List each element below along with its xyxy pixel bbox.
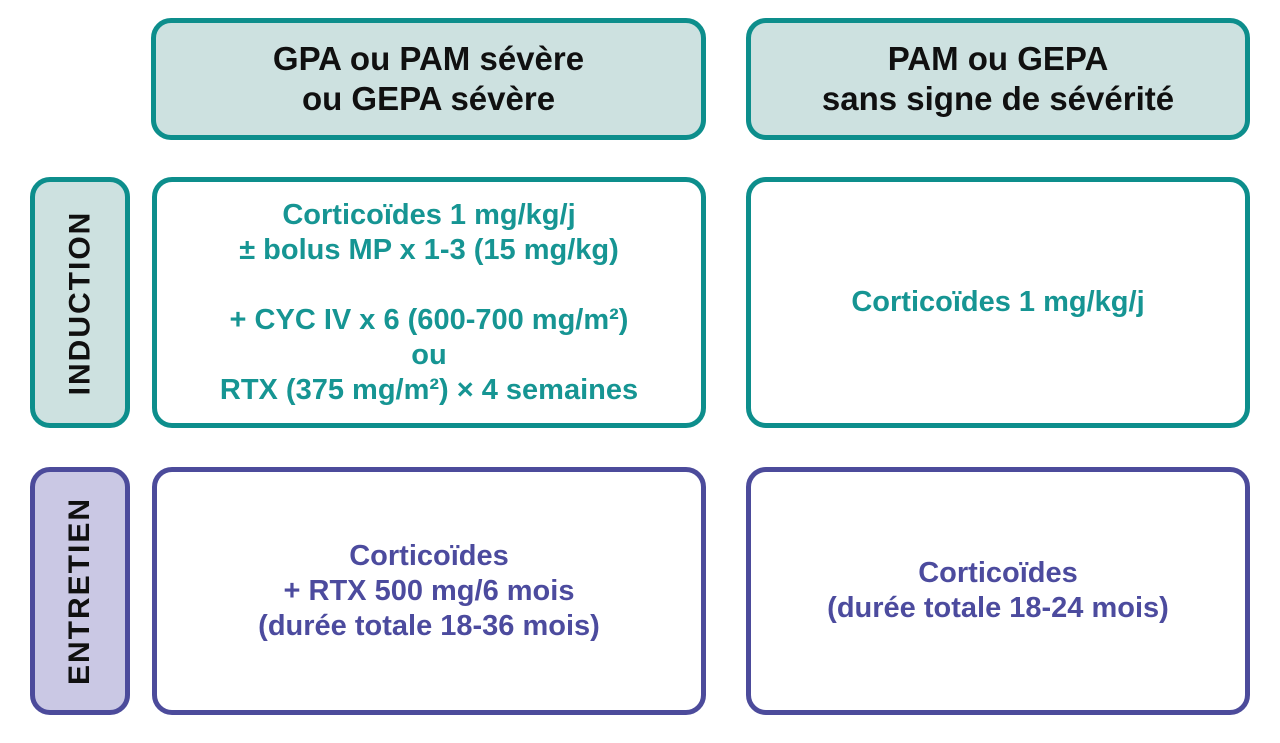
entretien-non-severe-box: Corticoïdes (durée totale 18-24 mois) — [746, 467, 1250, 715]
induction-severe-line: ou — [411, 338, 447, 371]
entretien-severe-line: Corticoïdes — [349, 539, 509, 572]
entretien-severe-box: Corticoïdes + RTX 500 mg/6 mois (durée t… — [152, 467, 706, 715]
row-label-entretien-text: ENTRETIEN — [63, 496, 97, 686]
induction-non-severe-box: Corticoïdes 1 mg/kg/j — [746, 177, 1250, 428]
induction-non-severe-line: Corticoïdes 1 mg/kg/j — [851, 286, 1145, 318]
row-label-entretien: ENTRETIEN — [30, 467, 130, 715]
induction-severe-line — [157, 268, 701, 303]
row-label-induction: INDUCTION — [30, 177, 130, 428]
column-header-non-severe: PAM ou GEPA sans signe de sévérité — [746, 18, 1250, 140]
entretien-severe-line: (durée totale 18-36 mois) — [258, 609, 600, 642]
column-header-non-severe-line2: sans signe de sévérité — [821, 80, 1175, 117]
column-header-severe: GPA ou PAM sévère ou GEPA sévère — [151, 18, 706, 140]
column-header-non-severe-line1: PAM ou GEPA — [887, 40, 1109, 77]
entretien-non-severe-line: (durée totale 18-24 mois) — [827, 592, 1169, 624]
column-header-severe-line2: ou GEPA sévère — [301, 80, 556, 117]
induction-severe-line: RTX (375 mg/m²) × 4 semaines — [219, 373, 639, 406]
induction-severe-line: Corticoïdes 1 mg/kg/j — [282, 198, 576, 231]
induction-severe-line: ± bolus MP x 1-3 (15 mg/kg) — [239, 233, 619, 266]
row-label-induction-text: INDUCTION — [63, 210, 96, 395]
entretien-severe-line: + RTX 500 mg/6 mois — [283, 574, 575, 607]
entretien-non-severe-line: Corticoïdes — [918, 557, 1078, 589]
induction-severe-line: + CYC IV x 6 (600-700 mg/m²) — [229, 303, 629, 336]
induction-severe-box: Corticoïdes 1 mg/kg/j ± bolus MP x 1-3 (… — [152, 177, 706, 428]
column-header-severe-line1: GPA ou PAM sévère — [272, 40, 585, 77]
